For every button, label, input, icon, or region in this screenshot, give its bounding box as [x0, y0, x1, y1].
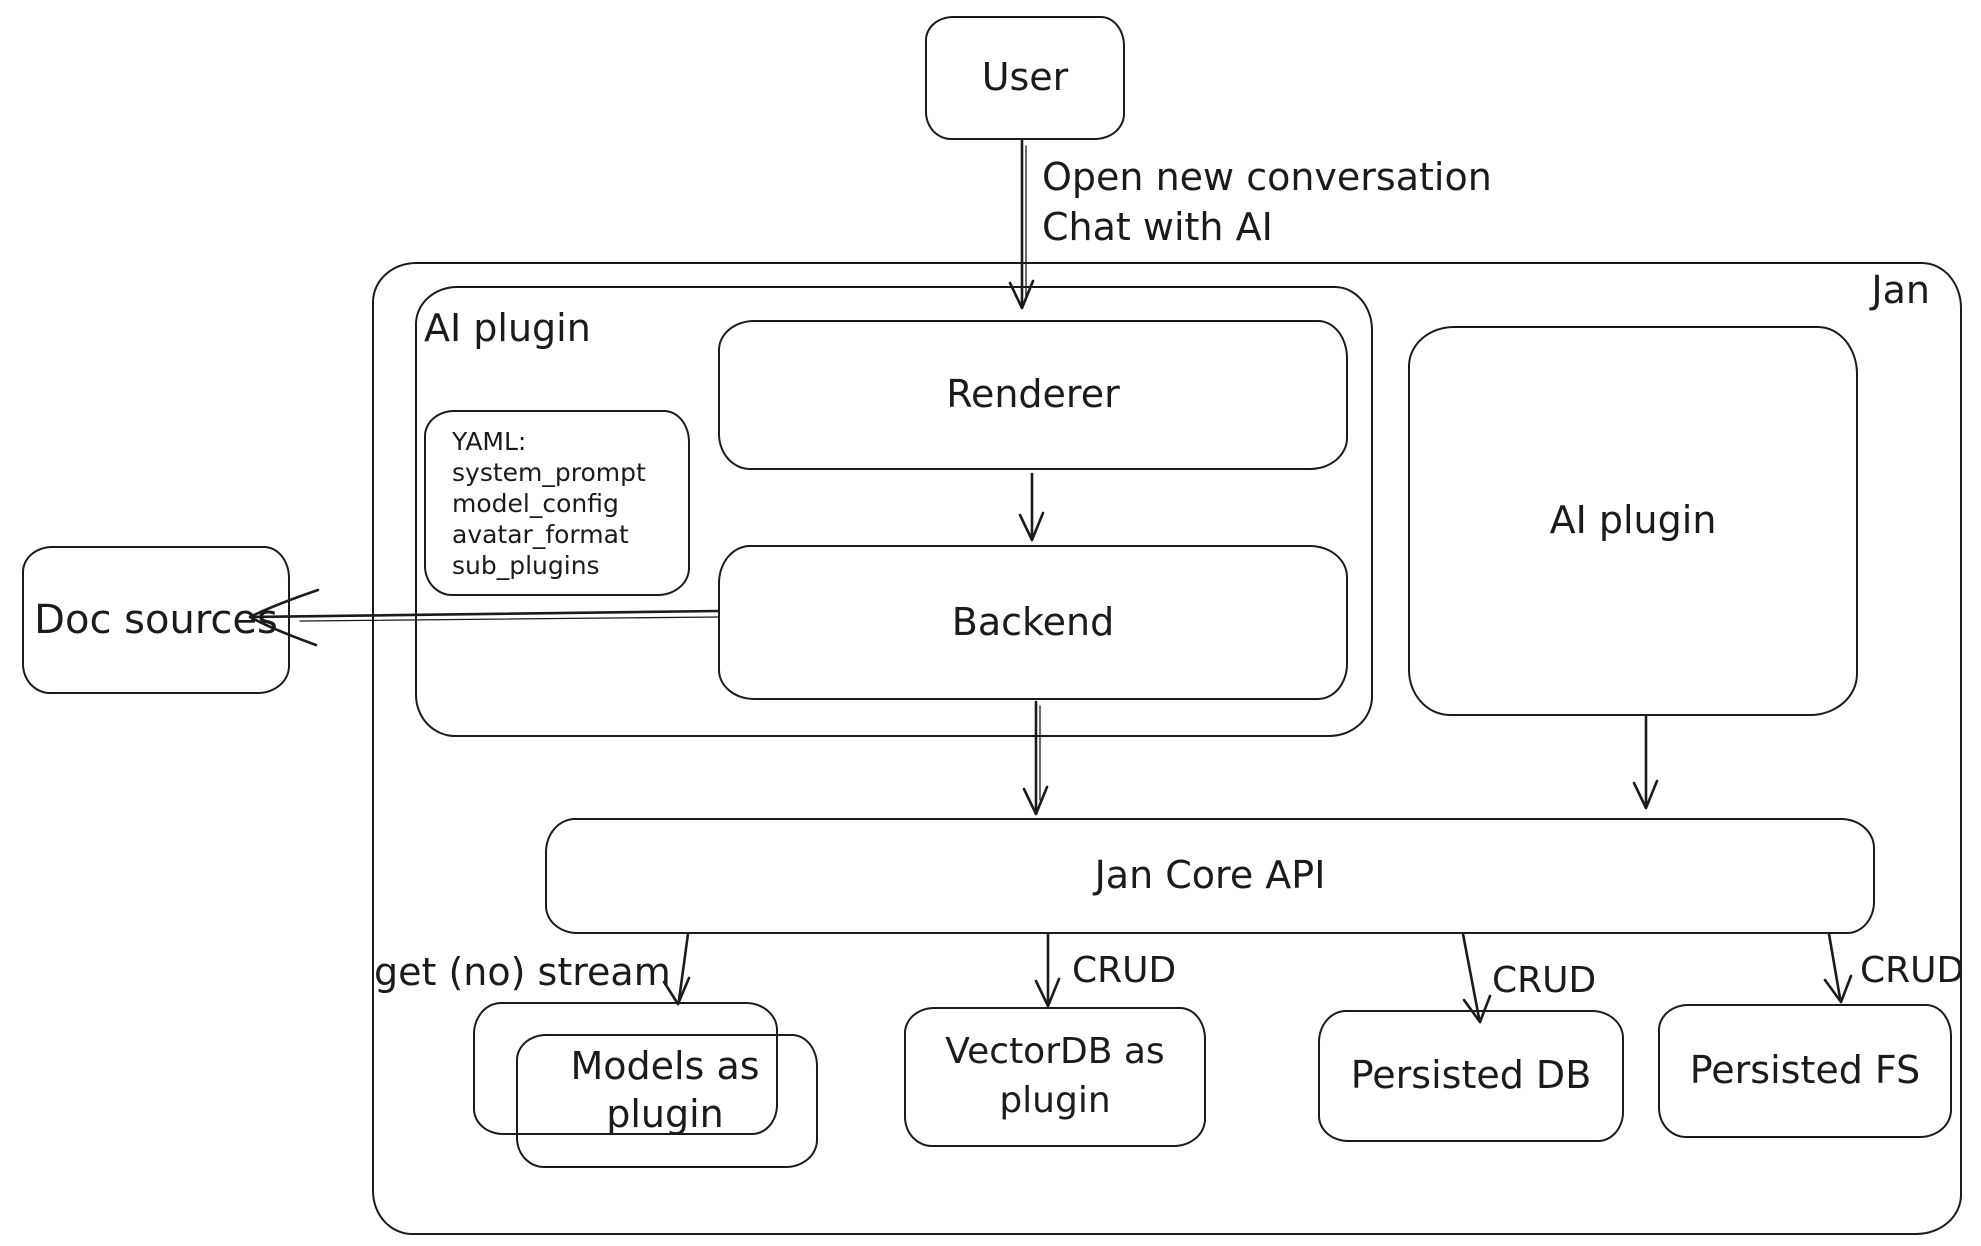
models-label-line2: plugin: [606, 1092, 724, 1136]
yaml-line: sub_plugins: [452, 551, 600, 580]
persisted-db-label: Persisted DB: [1350, 1053, 1592, 1098]
ai-plugin-right-label: AI plugin: [1549, 498, 1717, 543]
user-node: User: [925, 16, 1125, 140]
renderer-label: Renderer: [946, 372, 1120, 417]
vectordb-label-line2: plugin: [999, 1080, 1111, 1121]
user-edge-label-line2: Chat with AI: [1042, 205, 1273, 249]
jan-core-api-label: Jan Core API: [1094, 853, 1326, 898]
crud-label-persisted-fs: CRUD: [1860, 950, 1965, 991]
user-edge-label: Open new conversation Chat with AI: [1042, 152, 1492, 252]
models-label-line1: Models as: [570, 1044, 760, 1088]
jan-core-api-node: Jan Core API: [545, 818, 1875, 934]
user-edge-label-line1: Open new conversation: [1042, 155, 1492, 199]
doc-sources-node: Doc sources: [22, 546, 290, 694]
yaml-note-box: YAML: system_prompt model_config avatar_…: [424, 410, 690, 596]
yaml-note-text: YAML: system_prompt model_config avatar_…: [452, 426, 646, 581]
crud-label-vectordb: CRUD: [1072, 950, 1177, 991]
models-back-box: [473, 1002, 778, 1135]
models-node: [516, 1034, 818, 1168]
yaml-line: avatar_format: [452, 520, 629, 549]
ai-plugin-container-label: AI plugin: [424, 306, 591, 350]
persisted-fs-label: Persisted FS: [1689, 1048, 1921, 1093]
vectordb-label-line1: VectorDB as: [945, 1031, 1165, 1073]
persisted-db-node: Persisted DB: [1318, 1010, 1624, 1142]
crud-label-persisted-db: CRUD: [1492, 960, 1597, 1001]
yaml-line: system_prompt: [452, 458, 646, 487]
backend-node: Backend: [718, 545, 1348, 700]
renderer-node: Renderer: [718, 320, 1348, 470]
backend-label: Backend: [951, 599, 1115, 644]
persisted-fs-node: Persisted FS: [1658, 1004, 1952, 1138]
yaml-line: YAML:: [452, 427, 527, 456]
vectordb-node: VectorDB as plugin: [904, 1007, 1206, 1147]
get-no-stream-label: get (no) stream: [374, 950, 671, 994]
jan-container-label: Jan: [1871, 268, 1930, 312]
models-label: Models as plugin: [500, 1042, 830, 1138]
yaml-line: model_config: [452, 489, 619, 518]
jan-container-box: [372, 262, 1962, 1235]
doc-sources-label: Doc sources: [34, 597, 278, 643]
user-label: User: [981, 55, 1069, 100]
ai-plugin-container-box: [415, 286, 1373, 737]
ai-plugin-right-node: AI plugin: [1408, 326, 1858, 716]
